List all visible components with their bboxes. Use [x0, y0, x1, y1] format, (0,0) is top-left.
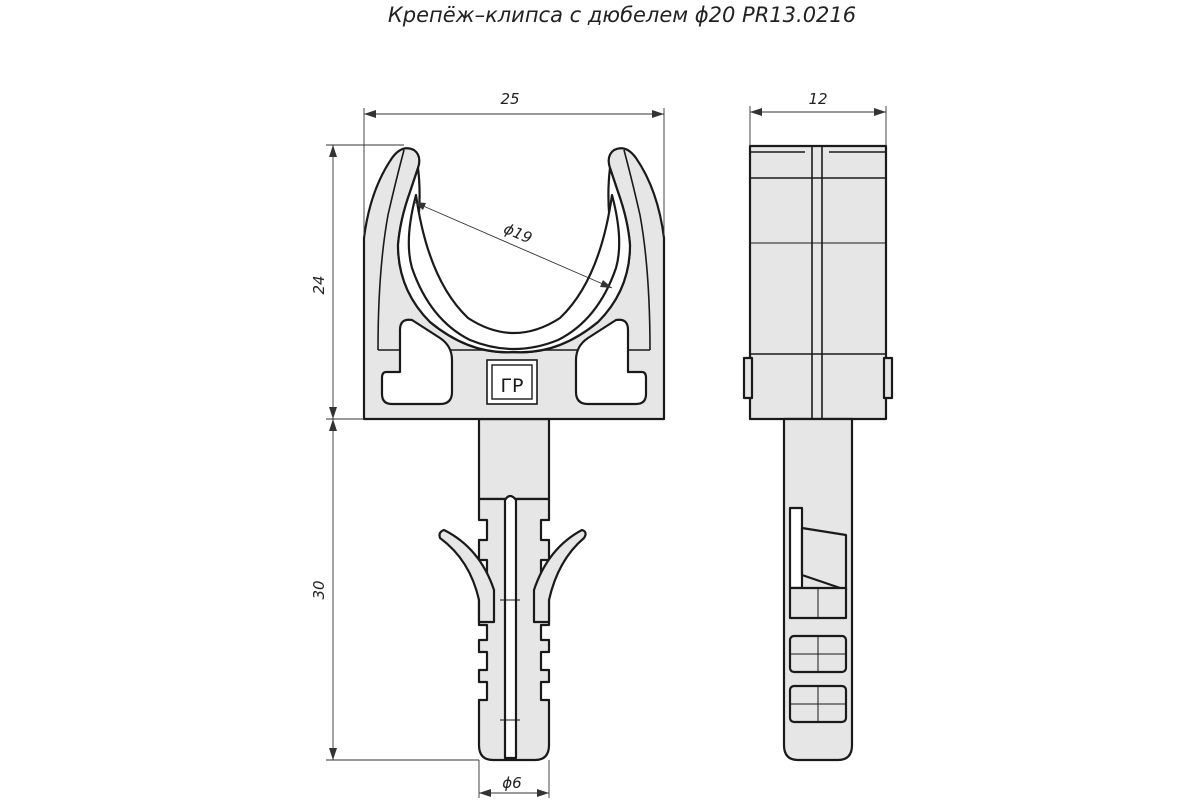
- clip-window-left: [380, 318, 454, 406]
- clip-window-right: [574, 318, 648, 406]
- dim-bore-label: ϕ19: [501, 219, 535, 247]
- dim-clip-height: 24: [310, 144, 404, 420]
- clip-arm-right: [623, 149, 651, 351]
- side-clip-body: [748, 144, 888, 421]
- drawing-title: Крепёж–клипса с дюбелем ϕ20 PR13.0216: [388, 3, 856, 27]
- dowel-shaft: [477, 417, 551, 501]
- dim-dowel-length: 30: [310, 419, 479, 761]
- dowel-right-wing: [532, 528, 587, 624]
- logo-text: ГР: [500, 375, 523, 397]
- clip-arm-left: [377, 149, 405, 351]
- side-view: 12: [742, 90, 894, 762]
- dim-clip-height-label: 24: [310, 275, 328, 294]
- dim-dowel-diameter-label: ϕ6: [502, 774, 521, 792]
- dim-bore: ϕ19: [413, 201, 613, 289]
- dim-dowel-length-label: 30: [310, 580, 328, 599]
- dim-side-width: 12: [749, 90, 887, 146]
- dowel-slit: [503, 494, 518, 760]
- dim-dowel-diameter: ϕ6: [478, 760, 550, 798]
- front-view: ГР 25 24 30: [310, 90, 666, 798]
- side-tab-left: [742, 356, 754, 400]
- side-tab-right: [882, 356, 894, 400]
- clip-bore-inner: [407, 193, 621, 351]
- dim-width: 25: [363, 90, 665, 236]
- dim-width-label: 25: [500, 90, 519, 108]
- brand-logo: ГР: [486, 359, 538, 405]
- side-dowel-slot: [788, 506, 804, 590]
- dowel-left-wing: [438, 528, 496, 624]
- dim-side-width-label: 12: [808, 90, 827, 108]
